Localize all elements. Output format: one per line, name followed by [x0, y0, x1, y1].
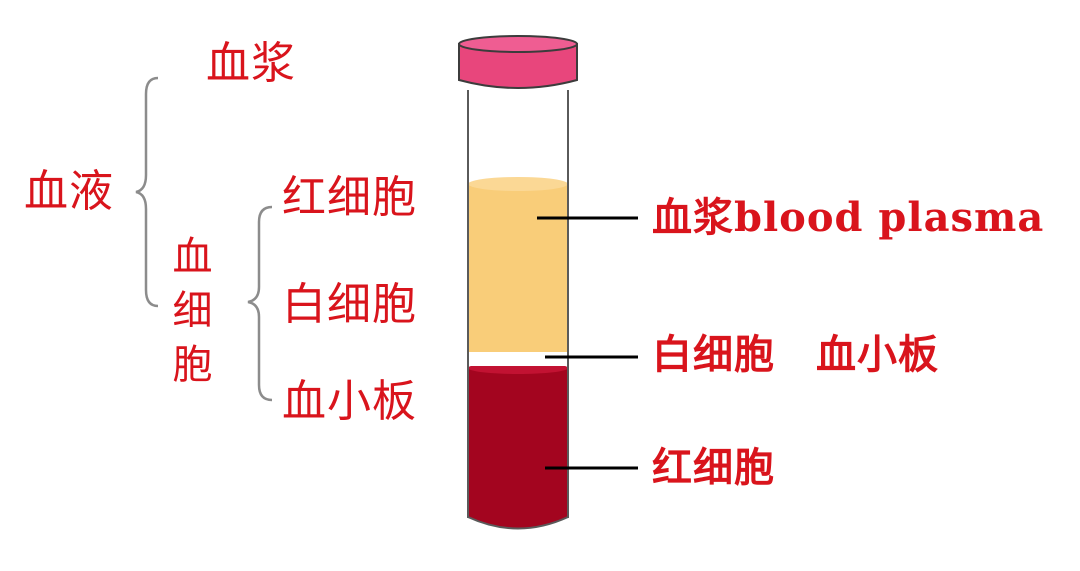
label-platelets: 血小板: [282, 376, 417, 427]
red-cell-layer: [468, 368, 568, 529]
label-blood-cells: 血细胞: [172, 234, 214, 388]
tube-label-plasma: 血浆blood plasma: [652, 194, 1045, 241]
tube-label-red-cells: 红细胞: [652, 444, 775, 491]
tube-label-buffy-coat: 白细胞 血小板: [652, 331, 939, 378]
label-red-blood-cells: 红细胞: [282, 172, 417, 223]
outer-brace: [135, 76, 159, 308]
plasma-layer: [468, 184, 568, 352]
tube-cap-top: [458, 35, 578, 53]
inner-brace: [247, 205, 273, 402]
buffy-coat-layer: [468, 352, 568, 366]
tube-cap: [458, 43, 578, 89]
plasma-meniscus: [468, 177, 568, 191]
tube-bottom: [467, 516, 569, 530]
label-blood: 血液: [24, 166, 114, 217]
test-tube: [458, 35, 578, 530]
label-plasma: 血浆: [206, 38, 296, 89]
label-white-blood-cells: 白细胞: [282, 279, 417, 330]
